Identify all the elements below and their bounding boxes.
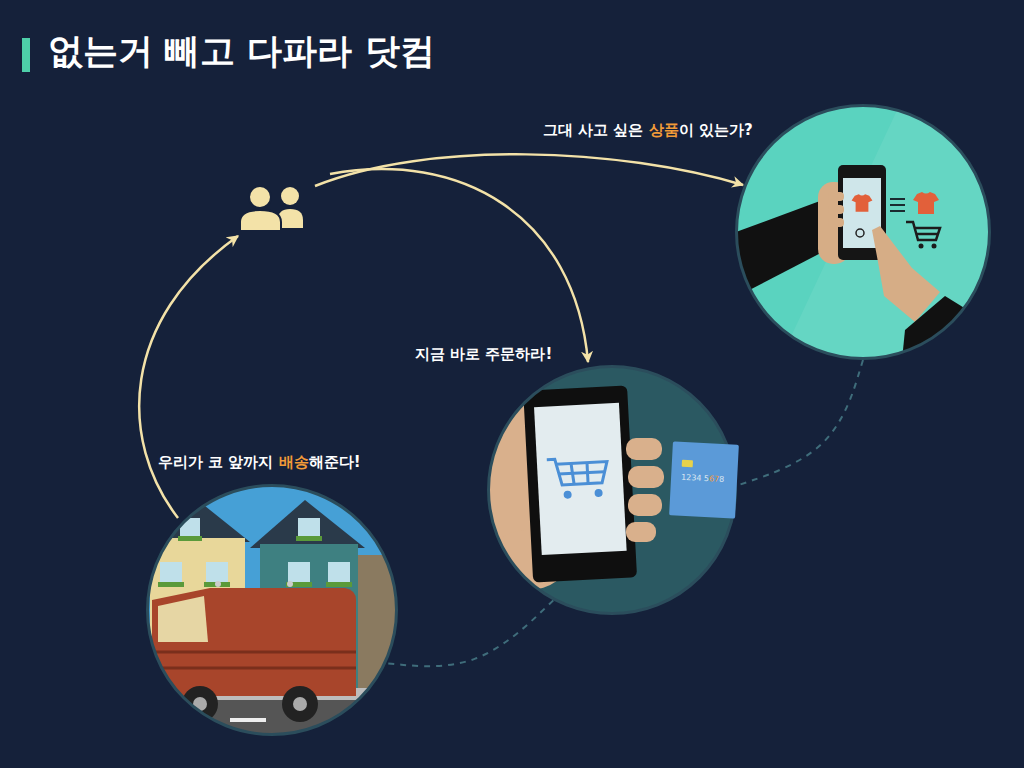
card-number: 1234 5678: [681, 473, 725, 485]
credit-card: 1234 5678: [669, 441, 739, 518]
scene-circle: 우리가 코 앞까지 배송해준다!: [146, 484, 398, 736]
title-bar: [22, 38, 30, 72]
step-caption: 그대 사고 싶은 상품이 있는가?: [543, 120, 753, 140]
delivery-scene: [140, 484, 408, 740]
phone-shopping-scene: [720, 104, 1000, 380]
step-caption: 지금 바로 주문하라!: [415, 344, 552, 364]
scene-circle: 1234 5678지금 바로 주문하라!: [487, 365, 737, 615]
step-caption: 우리가 코 앞까지 배송해준다!: [158, 452, 361, 472]
scene-circle: 그대 사고 싶은 상품이 있는가?: [735, 104, 991, 360]
page-title: 없는거 빼고 다파라 닷컴: [48, 28, 435, 74]
users-icon: [240, 186, 303, 231]
card-chip: [682, 460, 693, 468]
dashed-connector: [737, 360, 863, 486]
dashed-connector: [386, 600, 553, 666]
